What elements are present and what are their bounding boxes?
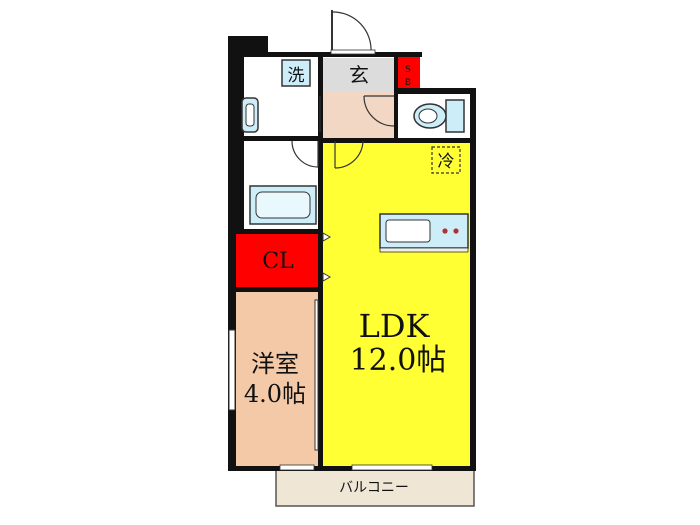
entrance-door[interactable] (330, 10, 376, 55)
ldk-door[interactable] (334, 140, 364, 169)
ldk-size: 12.0帖 (350, 343, 447, 378)
balcony (275, 469, 475, 507)
ldk-room (322, 141, 470, 467)
bottom-windows (279, 464, 433, 471)
bathtub-icon (249, 185, 317, 225)
closet-door-markers[interactable] (322, 232, 332, 282)
fridge-space (431, 146, 461, 174)
closet-label: CL (262, 249, 294, 274)
toilet-door[interactable] (363, 95, 395, 127)
western-size: 4.0帖 (244, 380, 306, 408)
bath-door[interactable] (291, 140, 319, 168)
entrance-step (322, 91, 396, 139)
shoe-box-label-top: S (405, 65, 411, 75)
counter-cabinet (379, 247, 469, 253)
western-window (228, 329, 236, 411)
ldk-name: LDK (359, 307, 431, 345)
entrance-floor (322, 58, 396, 91)
washer-pan (281, 59, 311, 87)
kitchen-counter (379, 213, 469, 249)
western-sliding-door[interactable] (314, 299, 319, 451)
sink-icon (241, 97, 259, 133)
shoe-box-label-bottom: B (405, 78, 411, 88)
western-name: 洋室 (251, 350, 299, 378)
closet (236, 233, 320, 289)
shoe-box (397, 56, 420, 92)
balcony-label: バルコニー (339, 480, 409, 496)
fridge-label: 冷 (438, 152, 455, 172)
toilet-icon (413, 99, 465, 133)
washer-label: 洗 (288, 66, 305, 86)
western-room (236, 291, 320, 467)
entrance-label: 玄 (349, 63, 369, 87)
